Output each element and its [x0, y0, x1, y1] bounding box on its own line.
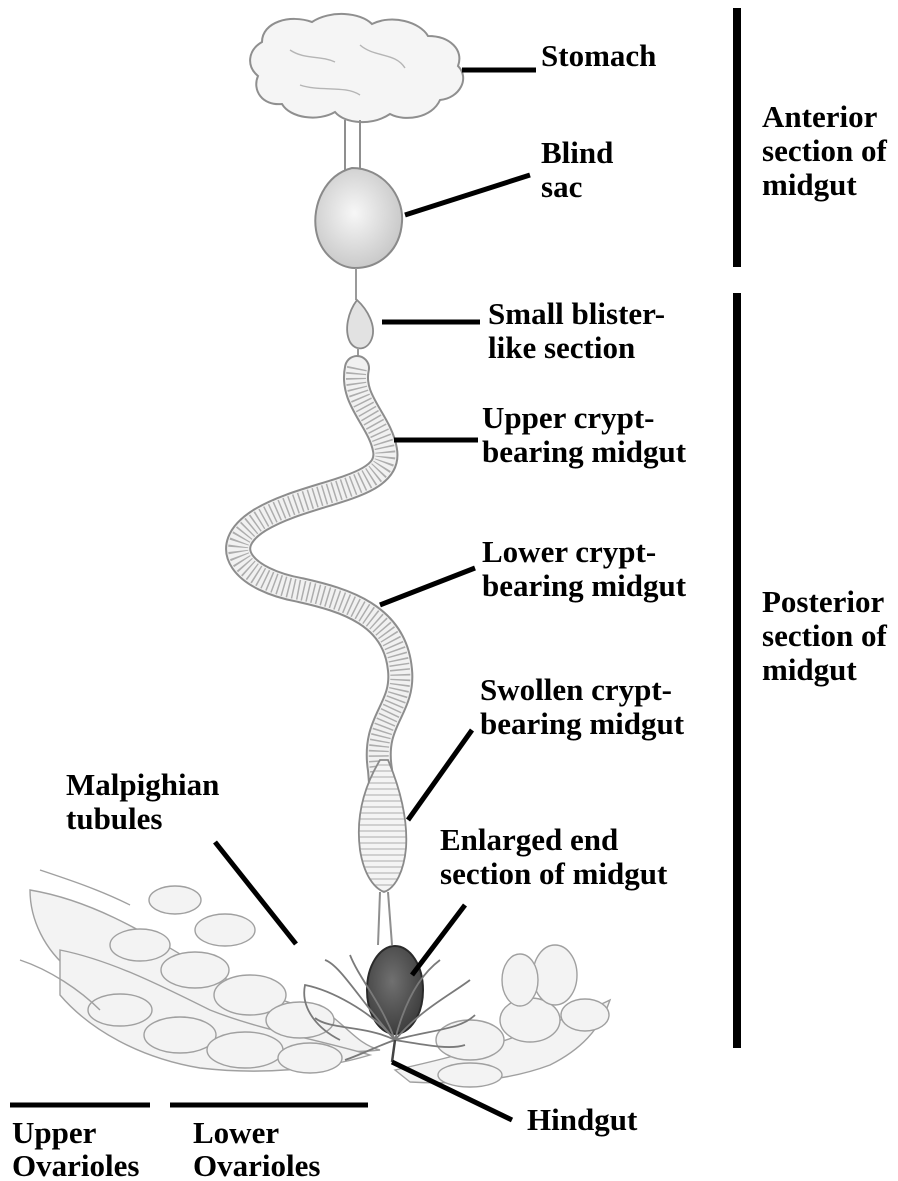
label-malpighian-line1: Malpighian [66, 767, 219, 802]
label-anterior-line3: midgut [762, 167, 857, 202]
label-upper-ovarioles-line1: Upper [12, 1115, 97, 1150]
label-posterior-line1: Posterior [762, 584, 884, 619]
lower-crypt-leader [380, 568, 475, 605]
stomach-shape [250, 14, 463, 122]
label-posterior-line2: section of [762, 618, 888, 653]
ovarioles-illustration [20, 870, 610, 1087]
blind-sac-leader [405, 175, 530, 215]
label-lower-crypt-line2: bearing midgut [482, 568, 687, 603]
crypt-bearing-midgut [238, 368, 400, 820]
label-hindgut: Hindgut [527, 1102, 638, 1137]
label-stomach: Stomach [541, 38, 656, 73]
label-blind-sac-line1: Blind [541, 135, 613, 170]
label-upper-crypt-line1: Upper crypt- [482, 400, 654, 435]
label-upper-ovarioles-line2: Ovarioles [12, 1148, 139, 1181]
label-lower-ovarioles-line2: Ovarioles [193, 1148, 320, 1181]
label-upper-crypt-line2: bearing midgut [482, 434, 687, 469]
label-anterior-line1: Anterior [762, 99, 878, 134]
blind-sac-shape [315, 168, 402, 268]
label-lower-ovarioles-line1: Lower [193, 1115, 279, 1150]
swollen-section-shape [359, 760, 406, 892]
hindgut-shape [392, 1040, 395, 1062]
esophageal-neck [345, 120, 360, 170]
label-blister-line1: Small blister- [488, 296, 665, 331]
label-swollen-crypt-line1: Swollen crypt- [480, 672, 672, 707]
enlarged-end-leader [412, 905, 465, 975]
blister-section-shape [347, 300, 373, 348]
label-blind-sac-line2: sac [541, 169, 582, 204]
label-malpighian-line2: tubules [66, 801, 162, 836]
label-enlarged-end-line1: Enlarged end [440, 822, 618, 857]
label-anterior-line2: section of [762, 133, 888, 168]
label-enlarged-end-line2: section of midgut [440, 856, 668, 891]
label-blister-line2: like section [488, 330, 635, 365]
swollen-crypt-leader [408, 730, 472, 820]
label-lower-crypt-line1: Lower crypt- [482, 534, 656, 569]
label-posterior-line3: midgut [762, 652, 857, 687]
label-swollen-crypt-line2: bearing midgut [480, 706, 685, 741]
